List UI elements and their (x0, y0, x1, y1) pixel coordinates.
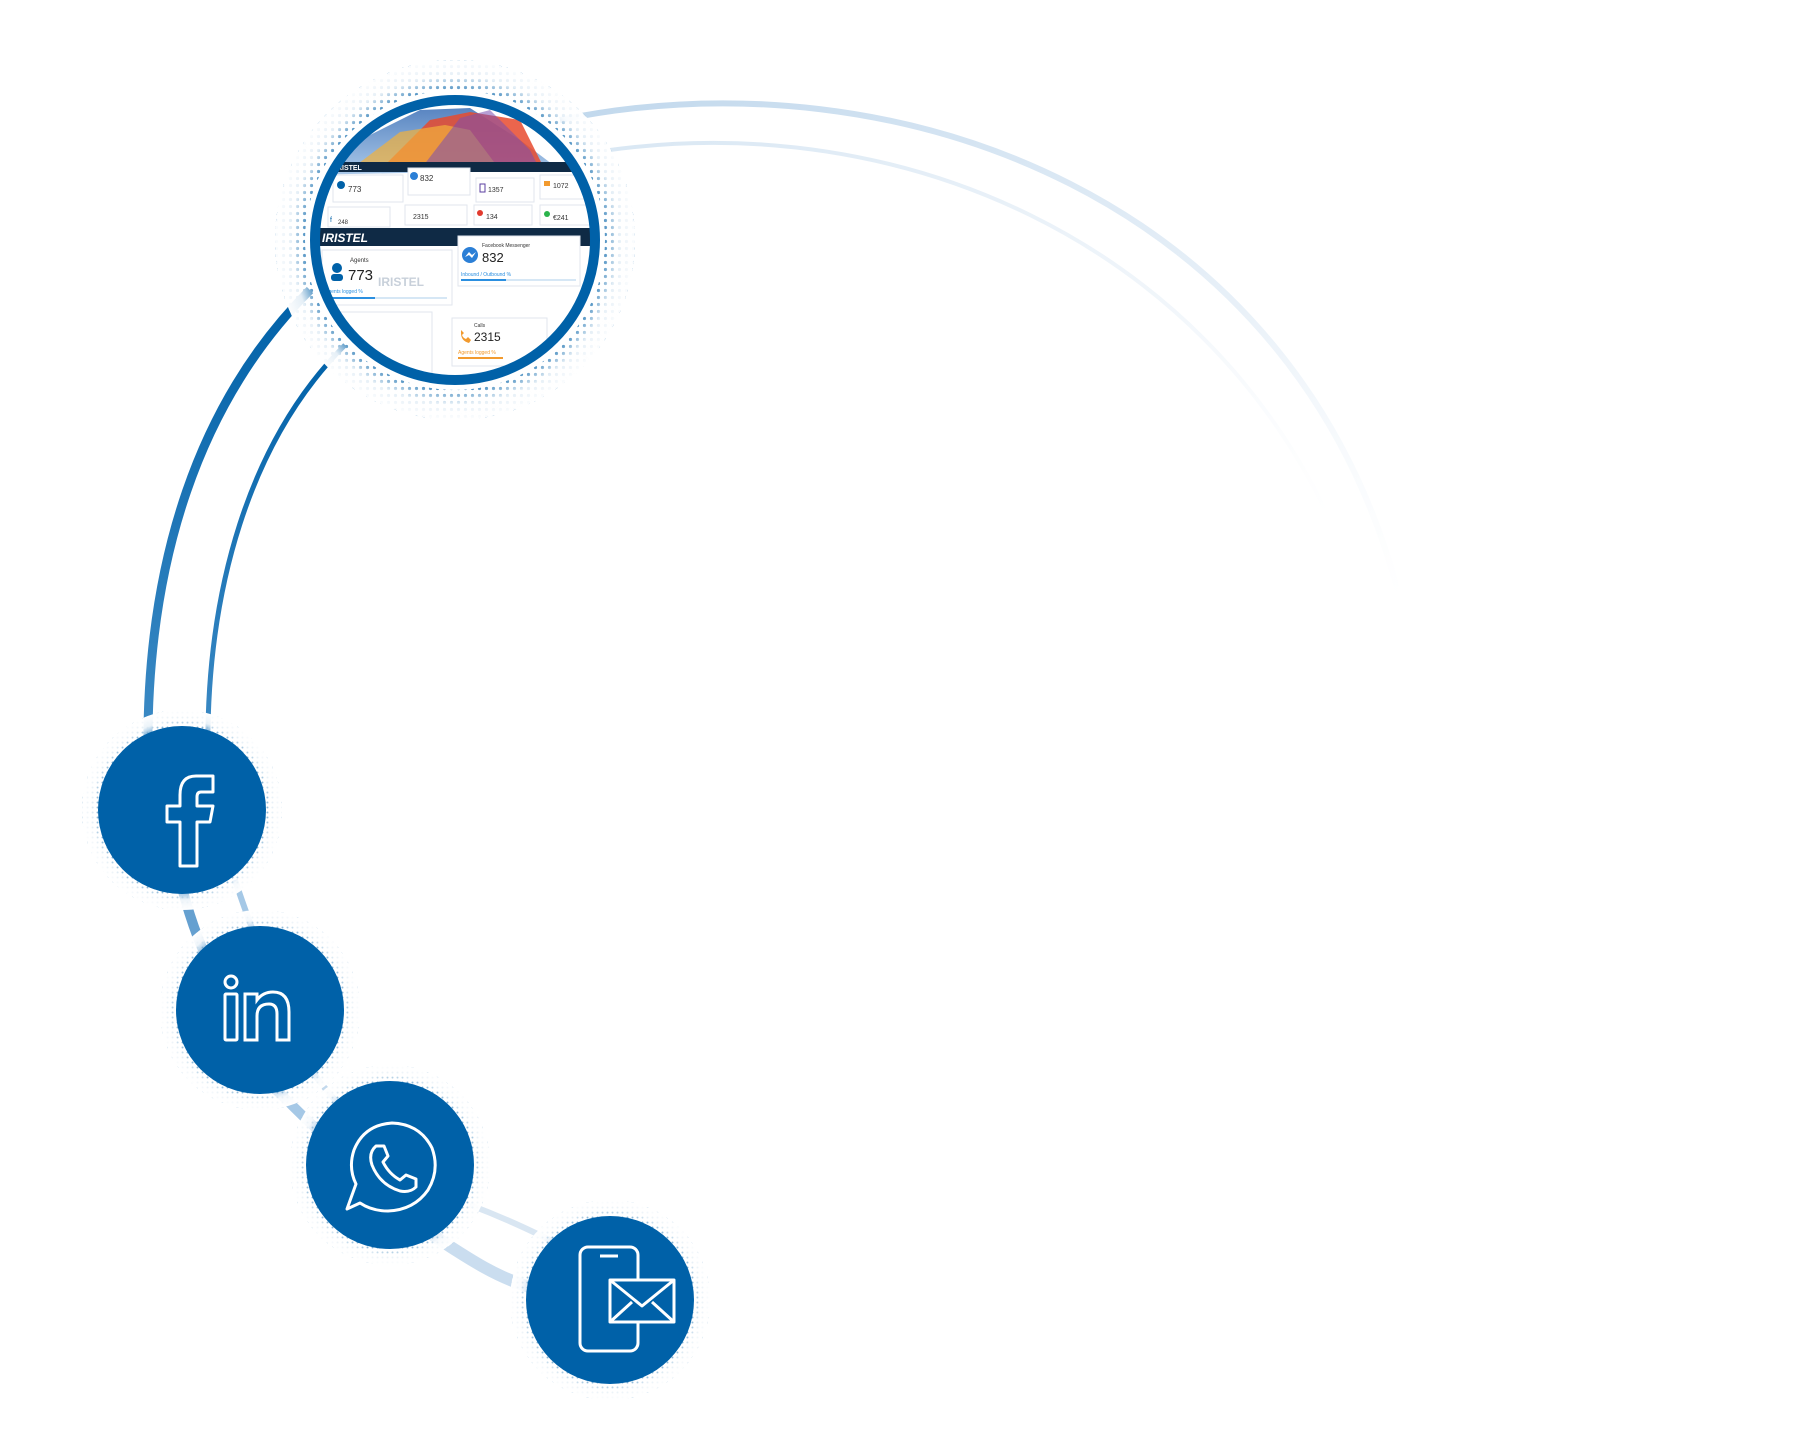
facebook-node[interactable] (82, 710, 282, 910)
facebook-value-small: 248 (338, 220, 349, 226)
agents-card (321, 249, 453, 306)
messenger-progress (461, 279, 506, 281)
chat-card-small (473, 204, 533, 226)
messenger-label: Facebook Messenger (482, 243, 530, 249)
brand-text-main: IRISTEL (322, 231, 368, 245)
call-card-small (404, 204, 468, 226)
call-value-small: 2315 (413, 214, 429, 221)
connector-line (205, 343, 347, 761)
connector-line (143, 286, 314, 761)
messenger-value: 832 (482, 250, 504, 265)
whatsapp-card-small (539, 204, 593, 226)
whatsapp-icon (345, 1121, 437, 1213)
phone-icon (479, 183, 486, 193)
linkedin-icon (223, 974, 291, 1042)
messenger-value-small: 832 (420, 174, 434, 183)
agent-icon (337, 181, 345, 189)
agents-card-small (332, 174, 404, 203)
sms-value-small: 1357 (488, 187, 504, 194)
facebook-card-small (327, 206, 391, 228)
mobile-mail-icon (578, 1245, 676, 1353)
brand-text: IRISTEL (335, 165, 363, 172)
decorative-arc (559, 100, 1403, 601)
sms-card-small (475, 177, 535, 203)
facebook-mini-icon: f (330, 217, 332, 224)
mail-icon (544, 181, 550, 186)
agents-progress (325, 297, 375, 299)
lens-ring (310, 95, 600, 385)
call-value: 2315 (474, 330, 501, 344)
agents-value: 773 (348, 267, 373, 284)
linkedin-node[interactable] (160, 910, 360, 1110)
call-caption: Agents logged % (458, 350, 496, 356)
messenger-caption: Inbound / Outbound % (461, 272, 512, 278)
messenger-icon (410, 172, 418, 180)
email-value-small: 1072 (553, 183, 569, 190)
watermark-logo: IRISTEL (378, 275, 424, 289)
chat-icon (477, 210, 483, 216)
messenger-card-small (407, 167, 471, 196)
messenger-card (457, 235, 581, 287)
whatsapp-node[interactable] (290, 1065, 490, 1265)
sms-email-node[interactable] (510, 1200, 710, 1400)
call-label: Calls (474, 323, 486, 329)
call-progress (458, 357, 503, 359)
agents-label: Agents (350, 258, 369, 264)
phone-icon (461, 330, 471, 343)
facebook-icon (165, 774, 215, 868)
whatsapp-value-small: €241 (553, 215, 569, 222)
agents-caption: Agents logged % (325, 289, 363, 295)
decorative-arc (609, 140, 1332, 521)
whatsapp-mini-icon (544, 211, 550, 217)
dashboard-lens: IRISTEL 773 832 1357 1072 f 248 2315 134 (273, 58, 637, 422)
agent-icon (332, 263, 342, 273)
agents-value-small: 773 (348, 185, 362, 194)
chat-value-small: 134 (486, 214, 498, 221)
